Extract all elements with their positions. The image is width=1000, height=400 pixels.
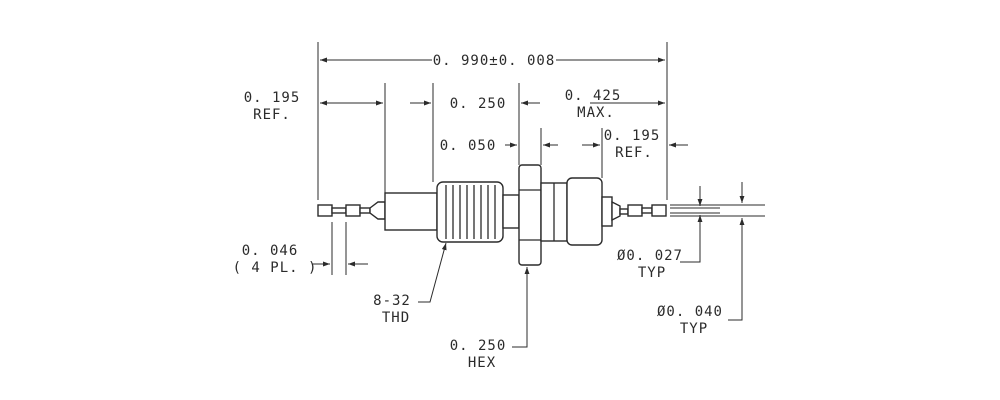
dim-pin-spacing: 0. 046 ( 4 PL. ) <box>233 222 368 276</box>
left-pin-assembly <box>317 201 386 220</box>
dim-right-ref: 0. 195 REF. <box>582 128 688 178</box>
terminal-part <box>317 164 667 266</box>
thread-callout: 8-32 THD <box>373 242 447 326</box>
hex-size: 0. 250 <box>450 338 507 354</box>
dim-max: 0. 425 MAX. <box>518 83 665 165</box>
dim-diameters: Ø0. 027 TYP Ø0. 040 TYP <box>617 182 765 337</box>
left-ref-note: REF. <box>253 107 291 123</box>
knurled-barrel <box>384 192 438 231</box>
dim-flange: 0. 050 <box>440 128 558 165</box>
hex-flange <box>518 164 542 266</box>
overall-length-label: 0. 990±0. 008 <box>433 53 556 69</box>
right-ref-value: 0. 195 <box>604 128 661 144</box>
thread-spec: 8-32 <box>373 293 411 309</box>
dim-left-ref: 0. 195 REF. <box>244 83 386 193</box>
hex-note: HEX <box>468 355 496 371</box>
left-ref-value: 0. 195 <box>244 90 301 106</box>
dia-small-value: Ø0. 027 <box>617 248 683 264</box>
knurled-nut <box>566 177 603 246</box>
dim-thread-length: 0. 250 <box>410 83 540 182</box>
dim-overall: 0. 990±0. 008 <box>317 42 668 200</box>
thread-length-label: 0. 250 <box>450 96 507 112</box>
right-pin-assembly <box>601 196 667 227</box>
threaded-section <box>436 181 504 243</box>
pin-spacing-value: 0. 046 <box>242 243 299 259</box>
pin-spacing-note: ( 4 PL. ) <box>233 260 318 276</box>
max-length-value: 0. 425 <box>565 88 622 104</box>
flange-label: 0. 050 <box>440 138 497 154</box>
hex-callout: 0. 250 HEX <box>450 267 530 371</box>
dia-large-note: TYP <box>680 321 708 337</box>
dia-large-value: Ø0. 040 <box>657 304 723 320</box>
thread-note: THD <box>382 310 410 326</box>
max-length-note: MAX. <box>577 105 615 121</box>
right-ref-note: REF. <box>615 145 653 161</box>
dia-small-note: TYP <box>638 265 666 281</box>
